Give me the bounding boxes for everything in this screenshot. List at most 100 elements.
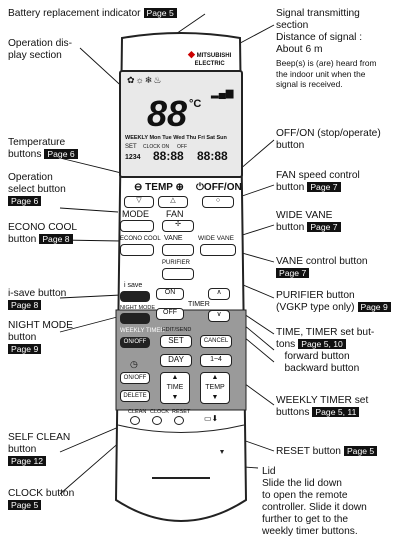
time-readout-2: 88:88 <box>197 149 228 163</box>
timer-label: TIMER <box>188 301 210 308</box>
clock-on-indicator: CLOCK ON <box>143 144 170 150</box>
purifier-label: PURIFIER button(VGKP type only)Page 9 <box>276 290 391 314</box>
clock-button[interactable] <box>152 416 162 425</box>
time-timer-page-badge: Page 5, 10 <box>298 339 346 349</box>
operation-select-page-badge: Page 6 <box>8 196 42 206</box>
delete-button[interactable]: DELETE <box>120 390 150 402</box>
temperature-page-badge: Page 6 <box>44 149 78 159</box>
temp-set-button[interactable]: ▲TEMP▼ <box>200 372 230 404</box>
weekly-timer-text: WEEKLY TIMER <box>120 328 165 334</box>
off-on-label: OFF/ON (stop/operate)button <box>276 128 381 151</box>
chevron-down-icon: ∨ <box>216 311 222 318</box>
fan-button[interactable]: ✢ <box>162 220 194 232</box>
wide-vane-text: WIDE VANE <box>198 235 234 242</box>
timer-off-button[interactable]: OFF <box>156 308 184 320</box>
econo-cool-page-badge: Page 8 <box>39 234 73 244</box>
night-mode-text: NIGHT MODE <box>120 305 156 311</box>
triangle-up-icon: ▲ <box>211 374 219 381</box>
time-readout-1: 88:88 <box>153 149 184 163</box>
isave-page-badge: Page 8 <box>8 300 42 310</box>
night-mode-page-badge: Page 9 <box>8 344 42 354</box>
temp-up-button[interactable]: △ <box>158 196 188 208</box>
off-indicator: OFF <box>177 144 187 150</box>
econo-cool-button[interactable] <box>120 244 154 256</box>
clean-text: CLEAN <box>128 409 147 415</box>
one-four-button[interactable]: 1~4 <box>200 354 232 367</box>
timer-up-button[interactable]: ∧ <box>208 288 230 300</box>
purifier-text: PURIFIER <box>162 260 191 266</box>
triangle-up-icon: ▲ <box>171 374 179 381</box>
brand-logo: ◆ MITSUBISHI ELECTRIC <box>188 49 232 68</box>
cancel-button[interactable]: CANCEL <box>200 335 232 348</box>
isave-button[interactable] <box>120 291 150 302</box>
operation-display-label: Operation dis-play section <box>8 38 72 61</box>
timer-on-button[interactable]: ON <box>156 288 184 300</box>
night-mode-button[interactable] <box>120 313 150 324</box>
mode-button[interactable] <box>120 220 154 232</box>
reset-page-badge: Page 5 <box>343 446 378 456</box>
wide-vane-button[interactable] <box>200 244 236 256</box>
offon-row-label: ⏻OFF/ON <box>196 182 242 193</box>
weekly-onoff-2-button[interactable]: ON/OFF <box>120 372 150 384</box>
vane-control-page-badge: Page 7 <box>276 268 310 278</box>
time-button[interactable]: ▲TIME▼ <box>160 372 190 404</box>
set-indicator: SET <box>125 144 137 150</box>
purifier-page-badge: Page 9 <box>357 302 391 312</box>
triangle-up-icon: △ <box>170 197 176 204</box>
purifier-button[interactable] <box>162 268 194 280</box>
fan-level-icon: ▂▄▆ <box>211 88 234 99</box>
vane-button[interactable] <box>162 244 194 256</box>
triangle-down-icon: ▼ <box>171 394 179 401</box>
clock-page-badge: Page 5 <box>8 500 42 510</box>
mode-icons: ✿☼❄♨ <box>127 75 163 85</box>
mitsubishi-diamond-icon: ◆ <box>188 49 195 59</box>
temperature-unit: °C <box>189 98 202 110</box>
battery-icon: ▭⬇ <box>204 414 219 423</box>
lcd-display: ✿☼❄♨ 88 °C ▂▄▆ WEEKLY Mon Tue Wed Thu Fr… <box>119 70 243 178</box>
temperature-readout: 88 <box>147 93 188 134</box>
weekly-indicator: WEEKLY Mon Tue Wed Thu Fri Sat Sun <box>125 135 227 141</box>
weekly-timer-page-badge: Page 5, 11 <box>312 407 360 417</box>
self-clean-page-badge: Page 12 <box>8 456 47 466</box>
circle-icon: ○ <box>215 197 221 204</box>
wide-vane-page-badge: Page 7 <box>307 222 341 232</box>
reset-text: RESET <box>172 409 191 415</box>
set-button[interactable]: SET <box>160 335 192 348</box>
clock-text: CLOCK <box>150 409 169 415</box>
fan-icon: ✢ <box>175 221 181 228</box>
clean-button[interactable] <box>130 416 140 425</box>
temp-down-button[interactable]: ▽ <box>124 196 154 208</box>
offon-button[interactable]: ○ <box>202 196 234 208</box>
triangle-down-icon: ▽ <box>136 197 142 204</box>
chevron-up-icon: ∧ <box>216 289 222 296</box>
isave-text: i save <box>124 282 143 289</box>
vane-label: VANE <box>164 235 183 242</box>
fan-speed-page-badge: Page 7 <box>307 182 341 192</box>
remote-controller: ◆ MITSUBISHI ELECTRIC ✿☼❄♨ 88 °C ▂▄▆ WEE… <box>108 30 254 535</box>
edit-send-text: EDIT/SEND <box>162 327 192 333</box>
triangle-down-icon: ▼ <box>211 394 219 401</box>
reset-button[interactable] <box>174 416 184 425</box>
day-button[interactable]: DAY <box>160 354 192 367</box>
econo-cool-text: ECONO COOL <box>120 236 161 242</box>
temp-row-label: ⊖ TEMP ⊕ <box>134 182 184 193</box>
battery-page-badge: Page 5 <box>143 8 177 18</box>
weekly-onoff-button[interactable]: ON/OFF <box>120 337 150 348</box>
program-numbers: 1234 <box>125 154 141 161</box>
timer-down-button[interactable]: ∨ <box>208 310 230 322</box>
